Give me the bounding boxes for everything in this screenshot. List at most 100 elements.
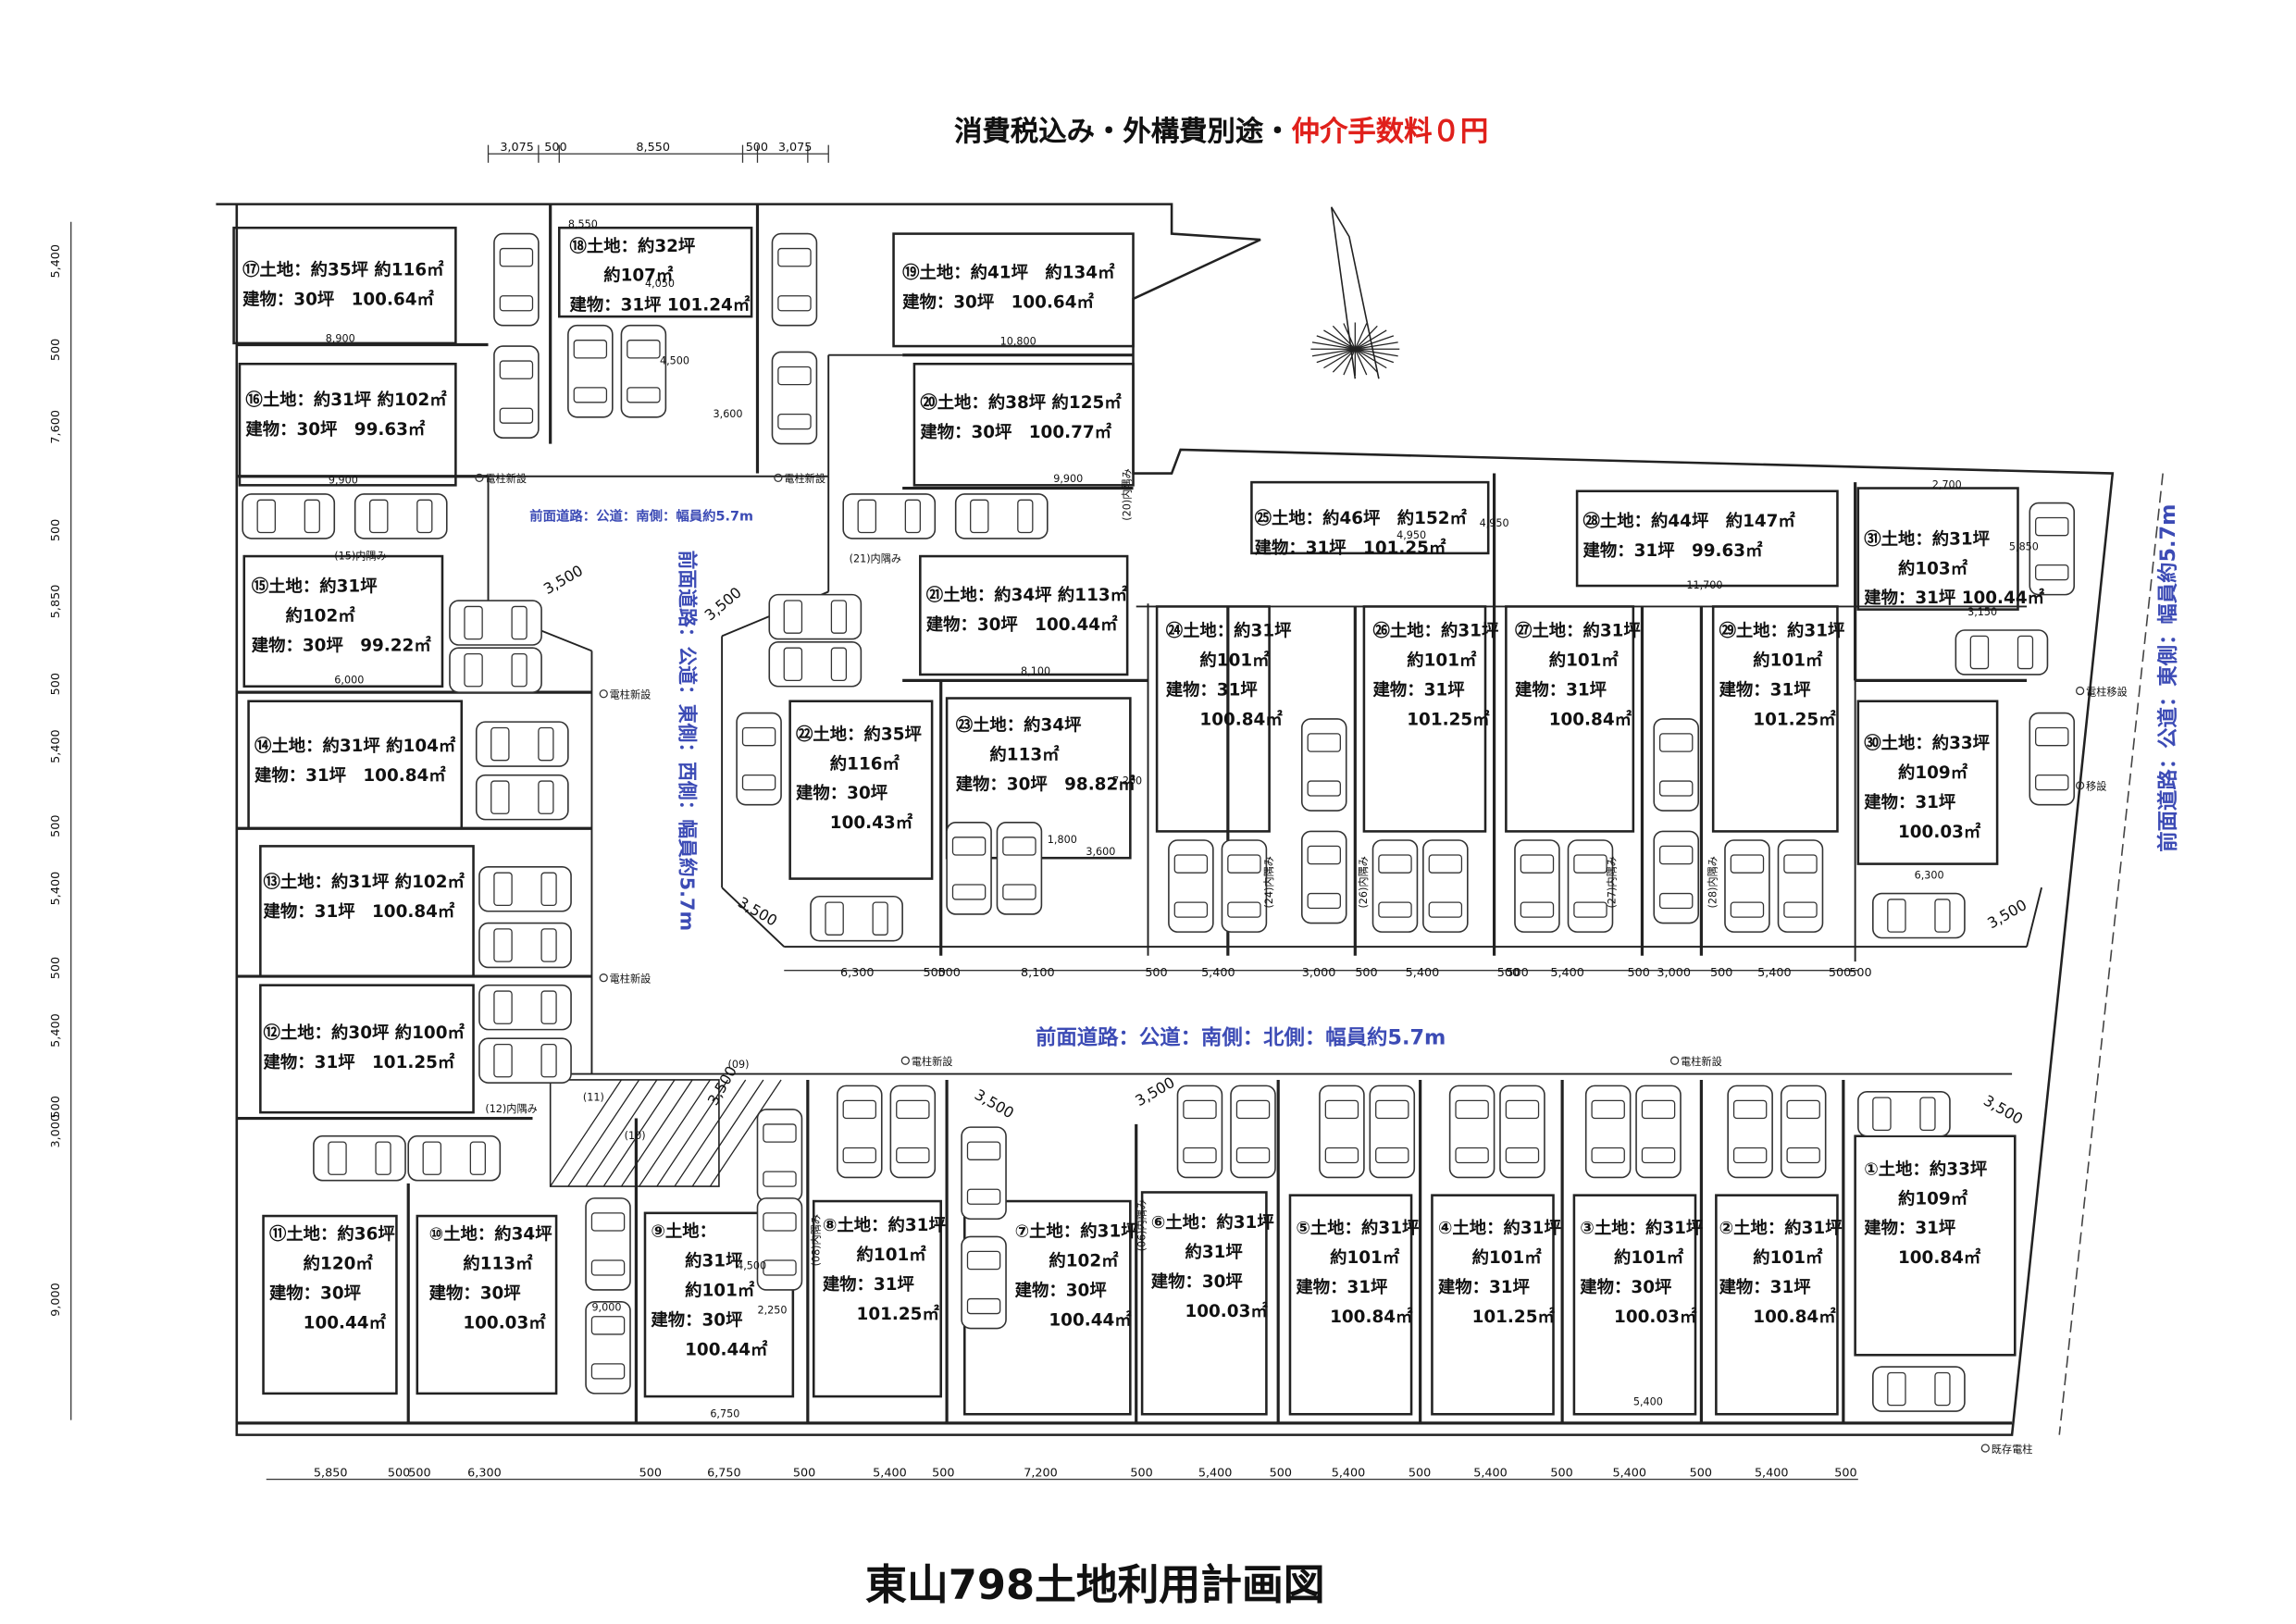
hatch-line: [585, 1079, 658, 1187]
car-windshield: [1573, 854, 1607, 874]
car-windshield: [1375, 1099, 1409, 1120]
lot-text: 101.25㎡: [1719, 709, 1837, 729]
dimension-text-left: 5,400: [49, 729, 63, 763]
car-windshield: [1183, 1099, 1217, 1120]
car-rear-window: [741, 775, 776, 791]
lot-text: 建物：31坪 101.24㎡: [569, 295, 750, 316]
hatch-line: [691, 1079, 764, 1187]
car-rear-window: [1732, 1147, 1768, 1164]
compass-ray: [1323, 348, 1356, 369]
parking-car: [478, 1037, 572, 1084]
building-footprint: [238, 362, 457, 487]
utility-pole-icon: [1980, 1444, 1990, 1453]
lot-text: 101.25㎡: [1373, 709, 1491, 729]
dimension-text-inner: 9,900: [329, 475, 358, 487]
building-footprint: [912, 362, 1135, 487]
hatch-line: [567, 1079, 640, 1187]
lot-text: 建物：31坪 99.63㎡: [1583, 540, 1764, 561]
car-windshield: [1307, 845, 1341, 865]
utility-pole-note: 電柱新設: [610, 972, 652, 985]
lot-text: ⑦土地：約31坪: [1015, 1221, 1138, 1241]
corner-cutoff-dimension: 3,500: [735, 893, 780, 929]
dimension-text-inner: 4,500: [660, 354, 689, 366]
lot-text: ⑩土地：約34坪: [429, 1224, 552, 1245]
lot-text: ㉕土地：約46坪 約152㎡: [1255, 508, 1468, 528]
parking-car: [771, 232, 818, 327]
parking-car: [954, 493, 1049, 539]
car-rear-window: [511, 605, 527, 640]
lot-text: ㉙土地：約31坪: [1719, 620, 1845, 640]
lot-text: 101.25㎡: [1438, 1307, 1556, 1327]
building-footprint: [259, 845, 475, 978]
car-body: [1448, 1085, 1496, 1179]
hatch-line: [620, 1079, 693, 1187]
car-windshield: [966, 1250, 1001, 1271]
car-body: [1872, 1366, 1966, 1412]
car-body: [736, 712, 782, 806]
car-body: [493, 232, 540, 327]
lot-text: 建物：30坪 99.63㎡: [245, 419, 426, 440]
dimension-text-middle: 5,400: [1406, 966, 1440, 980]
building-footprint: [1288, 1194, 1413, 1416]
lot-text: 建物：31坪: [1438, 1277, 1530, 1297]
dimension-text-left: 7,600: [49, 410, 63, 444]
lot-text: ㉛土地：約31坪: [1864, 528, 1990, 549]
building-footprint: [247, 700, 464, 830]
car-body: [771, 351, 818, 445]
dimension-text-bottom: 5,400: [1198, 1466, 1233, 1480]
fee-note: 仲介手数料０円: [1291, 115, 1489, 148]
dimension-text-middle: 500: [1627, 966, 1649, 980]
parking-car: [996, 822, 1043, 915]
car-windshield: [1505, 1099, 1540, 1120]
dimension-text-inner: 3,600: [714, 408, 743, 420]
lot-text: 建物：30坪: [1580, 1277, 1671, 1297]
car-body: [1369, 1085, 1416, 1179]
car-rear-window: [830, 647, 848, 681]
road-edge: [721, 886, 785, 948]
setback-label: (21)内隅み: [850, 552, 902, 564]
utility-pole-icon: [599, 973, 608, 983]
lot-text: 約101㎡: [1296, 1247, 1399, 1268]
car-windshield: [422, 1141, 442, 1175]
lot-text: 約101㎡: [1719, 1247, 1823, 1268]
lot-text: 建物：30坪: [1015, 1280, 1107, 1300]
car-rear-window: [872, 901, 888, 936]
car-rear-window: [951, 884, 987, 900]
parking-car: [946, 822, 992, 915]
car-windshield: [951, 837, 987, 856]
utility-pole-note: 移設: [2086, 780, 2106, 793]
lot-text: 約109㎡: [1864, 762, 1967, 783]
car-body: [1168, 839, 1214, 933]
hatch-line: [674, 1079, 747, 1187]
east-road-edge: [2058, 473, 2164, 1435]
dimension-text-top: 500: [544, 141, 566, 155]
car-rear-window: [627, 387, 661, 403]
lot-text: 100.43㎡: [796, 812, 913, 833]
car-rear-window: [1183, 1147, 1217, 1164]
lot-text: 約113㎡: [956, 745, 1060, 765]
lot-text: ⑤土地：約31坪: [1296, 1218, 1419, 1238]
building-footprint: [1431, 1194, 1555, 1416]
lot-text: ⑪土地：約36坪: [269, 1224, 395, 1245]
dimension-text-bottom: 5,400: [1332, 1466, 1366, 1480]
car-windshield: [590, 1212, 626, 1232]
building-footprint: [1711, 605, 1839, 833]
car-rear-window: [540, 990, 557, 1024]
car-body: [1300, 830, 1347, 924]
utility-pole-icon: [2075, 781, 2085, 790]
lot-text: 建物：31坪 101.25㎡: [264, 1052, 455, 1072]
car-windshield: [857, 499, 877, 534]
utility-pole-note: 既存電柱: [1992, 1443, 2033, 1456]
parking-car: [1514, 839, 1560, 933]
car-body: [478, 922, 572, 969]
plan-title: 東山798土地利用計画図: [865, 1560, 1325, 1610]
car-rear-window: [1002, 884, 1036, 900]
dimension-text-inner: 8,900: [326, 332, 355, 344]
lot-text: 建物：31坪: [1719, 1277, 1811, 1297]
lot-text: ④土地：約31坪: [1438, 1218, 1561, 1238]
